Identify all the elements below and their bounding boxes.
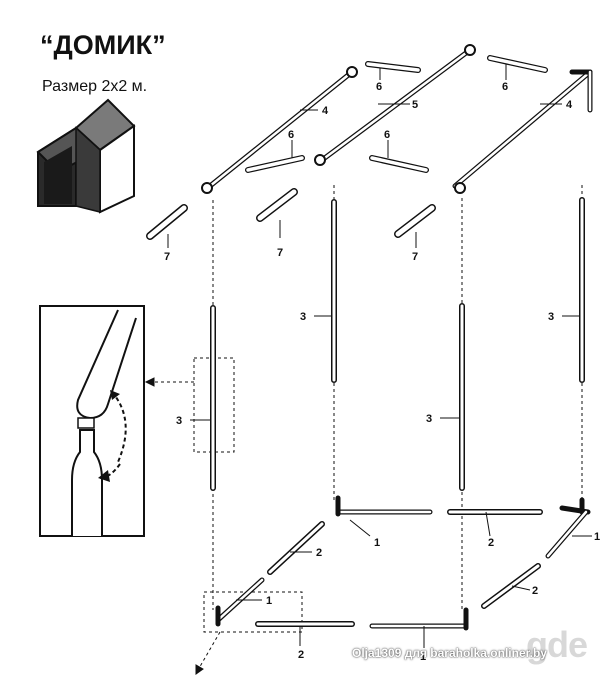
vertical-posts <box>210 197 585 491</box>
label-1-b: 1 <box>594 531 600 543</box>
label-6-d: 6 <box>384 129 390 141</box>
label-4-right: 4 <box>566 99 573 111</box>
joint-detail-inset <box>39 305 145 537</box>
label-2-c: 2 <box>532 585 538 597</box>
label-2-b: 2 <box>316 547 322 559</box>
watermark-logo: gde <box>526 624 588 665</box>
label-3-a: 3 <box>300 311 306 323</box>
label-3-c: 3 <box>426 413 432 425</box>
label-5: 5 <box>412 99 418 111</box>
label-1-a: 1 <box>374 537 380 549</box>
label-2-d: 2 <box>298 649 304 661</box>
label-7-c: 7 <box>412 251 418 263</box>
label-3-d: 3 <box>176 415 182 427</box>
house-icon <box>36 98 136 214</box>
leader-lines <box>167 64 592 648</box>
bottom-frame <box>215 495 591 631</box>
guide-lines <box>193 185 583 633</box>
label-4-left: 4 <box>322 105 329 117</box>
label-1-c: 1 <box>266 595 272 607</box>
watermark-text: Olja1309 для baraholka.onliner.by <box>352 646 547 660</box>
label-3-b: 3 <box>548 311 554 323</box>
page-title: “ДОМИК” <box>40 30 166 60</box>
top-frame <box>201 44 593 194</box>
label-2-a: 2 <box>488 537 494 549</box>
label-7-a: 7 <box>164 251 170 263</box>
label-6-b: 6 <box>502 81 508 93</box>
label-1-d: 1 <box>420 651 426 663</box>
size-label: Размер 2х2 м. <box>42 78 148 95</box>
label-6-a: 6 <box>376 81 382 93</box>
part-labels: 4 5 4 6 6 6 6 7 7 7 3 3 3 3 1 2 1 2 2 1 … <box>164 81 600 663</box>
label-6-c: 6 <box>288 129 294 141</box>
detail-arrows <box>144 377 221 675</box>
label-7-b: 7 <box>277 247 283 259</box>
short-pieces <box>146 188 436 240</box>
